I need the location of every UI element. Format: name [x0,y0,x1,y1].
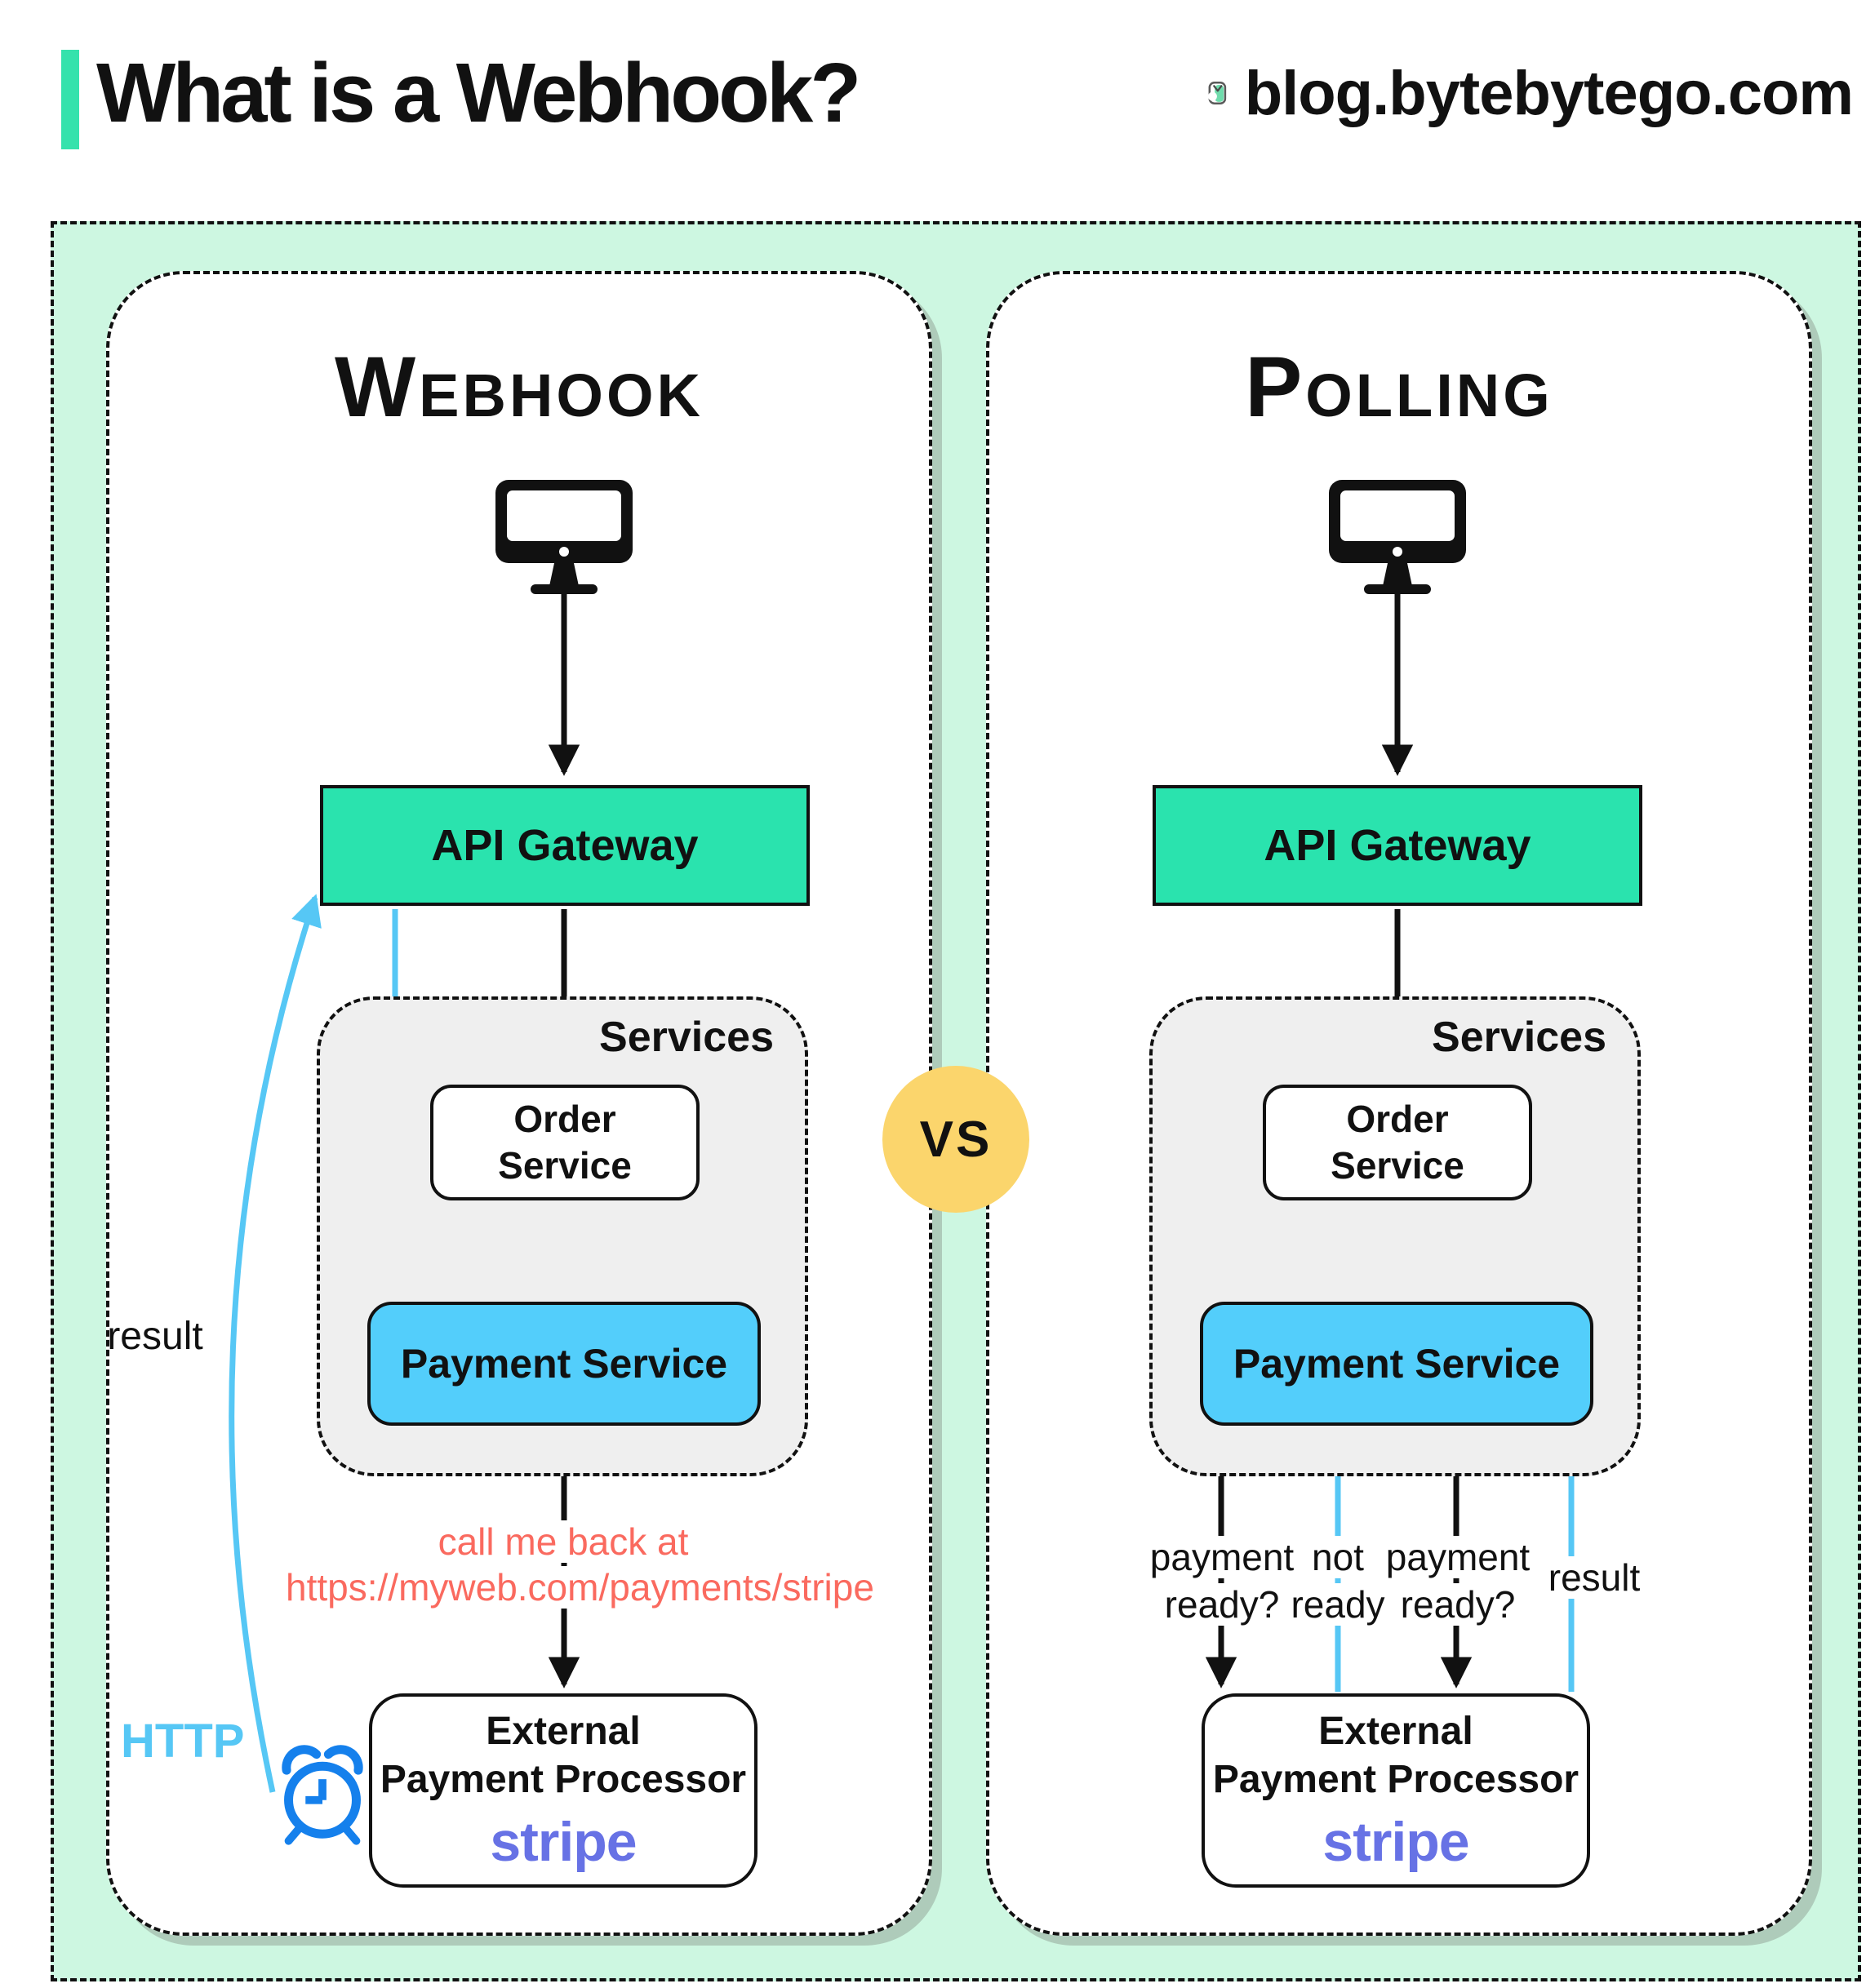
order-service-box-webhook: Order Service [430,1085,700,1200]
payment-service-box-webhook: Payment Service [367,1302,761,1426]
order-service-line1: Order [513,1097,616,1140]
poll-label-result: result [1529,1555,1659,1602]
http-label: HTTP [121,1715,245,1768]
callback-text-line2: https://myweb.com/payments/stripe [278,1565,882,1609]
external-line1: External [1318,1709,1473,1753]
external-line2: Payment Processor [1212,1757,1579,1801]
stripe-logo-text: stripe [1322,1811,1469,1874]
result-label-webhook: result [107,1315,203,1358]
services-label: Services [599,1014,774,1061]
external-processor-box-webhook: External Payment Processor stripe [369,1693,758,1888]
vs-badge: VS [882,1066,1029,1213]
arrow-http-result-callback [229,894,322,1793]
bytebytego-logo-icon [1208,82,1227,104]
poll-label-payment-ready-2: payment ready? [1376,1534,1539,1628]
services-label: Services [1432,1014,1606,1061]
monitor-icon [1329,480,1466,594]
poll-label-not-ready: not ready [1277,1534,1399,1628]
title-accent-bar [61,50,79,149]
payment-service-box-polling: Payment Service [1200,1302,1593,1426]
site-logo: blog.bytebytego.com [1208,36,1854,150]
external-line2: Payment Processor [380,1757,747,1801]
order-service-line1: Order [1346,1097,1449,1140]
callback-text-line1: call me back at [278,1520,849,1564]
api-gateway-box-polling: API Gateway [1153,785,1642,906]
vs-label: VS [919,1111,993,1168]
site-url: blog.bytebytego.com [1244,58,1854,128]
poll-label-payment-ready-1: payment ready? [1140,1534,1304,1628]
order-service-line2: Service [498,1144,632,1187]
webhook-panel-title: Webhook [335,339,704,435]
monitor-icon [495,480,633,594]
order-service-box-polling: Order Service [1263,1085,1532,1200]
api-gateway-label: API Gateway [431,821,699,870]
alarm-clock-icon [282,1745,363,1845]
payment-service-label: Payment Service [400,1341,728,1387]
stripe-logo-text: stripe [490,1811,637,1874]
api-gateway-label: API Gateway [1264,821,1531,870]
page-title: What is a Webhook? [96,46,861,140]
external-line1: External [486,1709,641,1753]
external-processor-box-polling: External Payment Processor stripe [1202,1693,1590,1888]
polling-panel-title: Polling [1245,339,1553,435]
order-service-line2: Service [1331,1144,1464,1187]
payment-service-label: Payment Service [1233,1341,1561,1387]
api-gateway-box-webhook: API Gateway [320,785,810,906]
